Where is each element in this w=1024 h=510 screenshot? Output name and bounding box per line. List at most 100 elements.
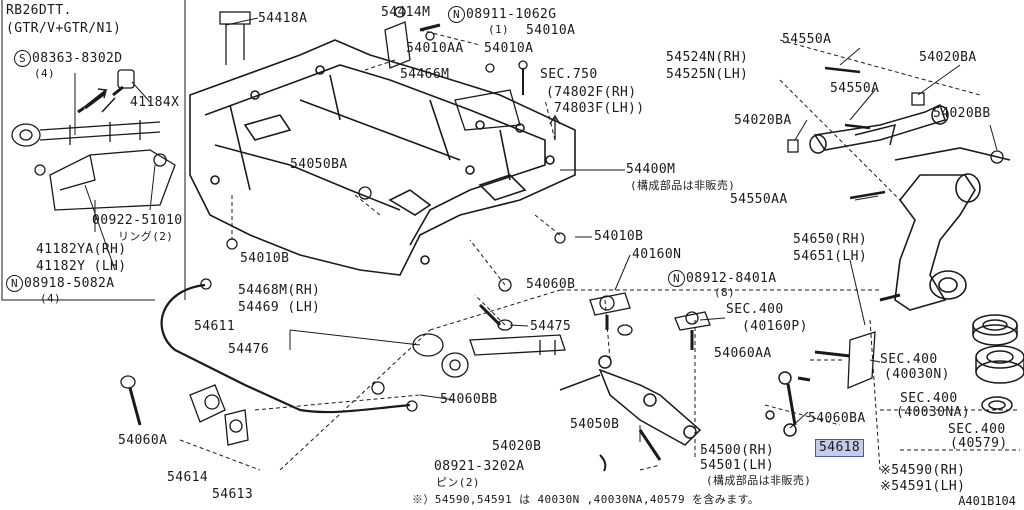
n-mark-icon: N bbox=[448, 6, 465, 23]
label-54010b-right: 54010B bbox=[594, 229, 644, 244]
label-54590: ※54590(RH) bbox=[880, 463, 966, 478]
label-08363-qty: (4) bbox=[34, 67, 56, 80]
label-54469: 54469 (LH) bbox=[238, 300, 321, 315]
leader-lines bbox=[74, 17, 998, 452]
hub-bearings bbox=[972, 314, 1024, 414]
inset-model: RB26DTT. bbox=[6, 3, 72, 18]
label-54525n: 54525N(LH) bbox=[666, 67, 749, 82]
footnote: ※）54590,54591 は 40030N ,40030NA,40579 を含… bbox=[412, 493, 760, 506]
label-54550a: 54550A bbox=[830, 81, 880, 96]
label-54618-highlighted[interactable]: 54618 bbox=[815, 439, 865, 457]
label-54010a-top: 54010A bbox=[526, 23, 576, 38]
label-54060bb: 54060BB bbox=[440, 392, 498, 407]
diagram-reference: A401B104 bbox=[958, 494, 1016, 508]
label-54400m-note: (構成部品は非販売) bbox=[630, 179, 736, 192]
front-subframe bbox=[189, 39, 576, 276]
inset-heat-shield bbox=[34, 149, 176, 211]
label-40030na: (40030NA) bbox=[896, 405, 971, 420]
label-54475: 54475 bbox=[530, 319, 572, 334]
dashed-leaders bbox=[179, 29, 1020, 471]
bushing-54476 bbox=[412, 333, 566, 378]
label-54060b: 54060B bbox=[526, 277, 576, 292]
label-54650: 54650(RH) bbox=[793, 232, 868, 247]
label-40030n: (40030N) bbox=[884, 367, 950, 382]
inset-arrows bbox=[77, 88, 116, 113]
label-54020ba-top: 54020BA bbox=[919, 50, 977, 65]
label-54611: 54611 bbox=[194, 319, 236, 334]
label-41184x: 41184X bbox=[130, 95, 180, 110]
label-74802f: (74802F(RH) bbox=[546, 85, 637, 100]
label-54651: 54651(LH) bbox=[793, 249, 868, 264]
knuckle-54650 bbox=[879, 147, 1011, 311]
label-40160p: (40160P) bbox=[742, 319, 808, 334]
label-sec400-bearing2: SEC.400 bbox=[900, 391, 958, 406]
label-40160n: 40160N bbox=[632, 247, 682, 262]
label-54400m: 54400M bbox=[626, 162, 676, 177]
label-54550a-top: 54550A bbox=[782, 32, 832, 47]
label-sec750: SEC.750 bbox=[540, 67, 598, 82]
label-41182ya: 41182YA(RH) bbox=[36, 242, 127, 257]
label-54524n: 54524N(RH) bbox=[666, 50, 749, 65]
label-54020ba: 54020BA bbox=[734, 113, 792, 128]
stabilizer-bushings bbox=[189, 384, 249, 446]
arrow-sec750 bbox=[549, 114, 561, 140]
connecting-rod-54618 bbox=[765, 371, 811, 437]
label-54500-note: (構成部品は非販売) bbox=[706, 474, 812, 487]
label-sec400-seal: SEC.400 bbox=[948, 422, 1006, 437]
label-54050ba: 54050BA bbox=[290, 157, 348, 172]
label-41182y: 41182Y (LH) bbox=[36, 259, 127, 274]
label-54414m: 54414M bbox=[381, 5, 431, 20]
label-54010b-left: 54010B bbox=[240, 251, 290, 266]
transverse-link-54500 bbox=[559, 355, 702, 446]
label-54500: 54500(RH) bbox=[700, 443, 775, 458]
fasteners bbox=[226, 31, 566, 395]
label-sec400-bearing: SEC.400 bbox=[880, 352, 938, 367]
n-mark-icon: N bbox=[6, 275, 23, 292]
upper-link-54524n bbox=[809, 103, 949, 154]
bracket-54418a bbox=[219, 11, 251, 65]
label-08921-3202a: 08921-3202A bbox=[434, 459, 525, 474]
label-08911-qty: (1) bbox=[488, 23, 510, 36]
label-08912-qty: (8) bbox=[714, 286, 736, 299]
part-54466m bbox=[454, 89, 521, 131]
bracket-54414m bbox=[384, 6, 441, 69]
label-08918-qty: (4) bbox=[40, 292, 62, 305]
label-54591: ※54591(LH) bbox=[880, 479, 966, 494]
pin-08921 bbox=[599, 454, 607, 472]
inset-variant: (GTR/V+GTR/N1) bbox=[6, 21, 122, 36]
label-08921-pin: ピン(2) bbox=[436, 476, 480, 489]
label-54550aa: 54550AA bbox=[730, 192, 788, 207]
label-54613: 54613 bbox=[212, 487, 254, 502]
adjust-bolts bbox=[824, 66, 886, 200]
label-54010aa: 54010AA bbox=[406, 41, 464, 56]
s-mark-icon: S bbox=[14, 50, 31, 67]
ball-joint-sec400 bbox=[674, 311, 711, 350]
label-54060aa: 54060AA bbox=[714, 346, 772, 361]
bolt-54050b bbox=[638, 429, 662, 461]
ball-joint-40160n bbox=[589, 292, 633, 336]
label-54501: 54501(LH) bbox=[700, 458, 775, 473]
label-54418a: 54418A bbox=[258, 11, 308, 26]
washers-54020 bbox=[787, 92, 1004, 164]
label-00922-ring: リング(2) bbox=[118, 230, 174, 243]
inset-frame bbox=[1, 0, 155, 301]
stabilizer-bar-54611 bbox=[160, 278, 418, 414]
label-40579: (40579) bbox=[950, 436, 1008, 451]
label-54468m: 54468M(RH) bbox=[238, 283, 321, 298]
label-74803f: 74803F(LH)) bbox=[554, 101, 645, 116]
bracket-54060ba bbox=[847, 331, 876, 389]
n-mark-icon: N bbox=[668, 270, 685, 287]
label-54476: 54476 bbox=[228, 342, 270, 357]
label-sec400-ball: SEC.400 bbox=[726, 302, 784, 317]
inset-lateral-link bbox=[11, 120, 161, 147]
label-54466m: 54466M bbox=[400, 67, 450, 82]
label-54614: 54614 bbox=[167, 470, 209, 485]
bolt-54060aa bbox=[814, 350, 851, 358]
label-54010a: 54010A bbox=[484, 41, 534, 56]
label-54050b: 54050B bbox=[570, 417, 620, 432]
